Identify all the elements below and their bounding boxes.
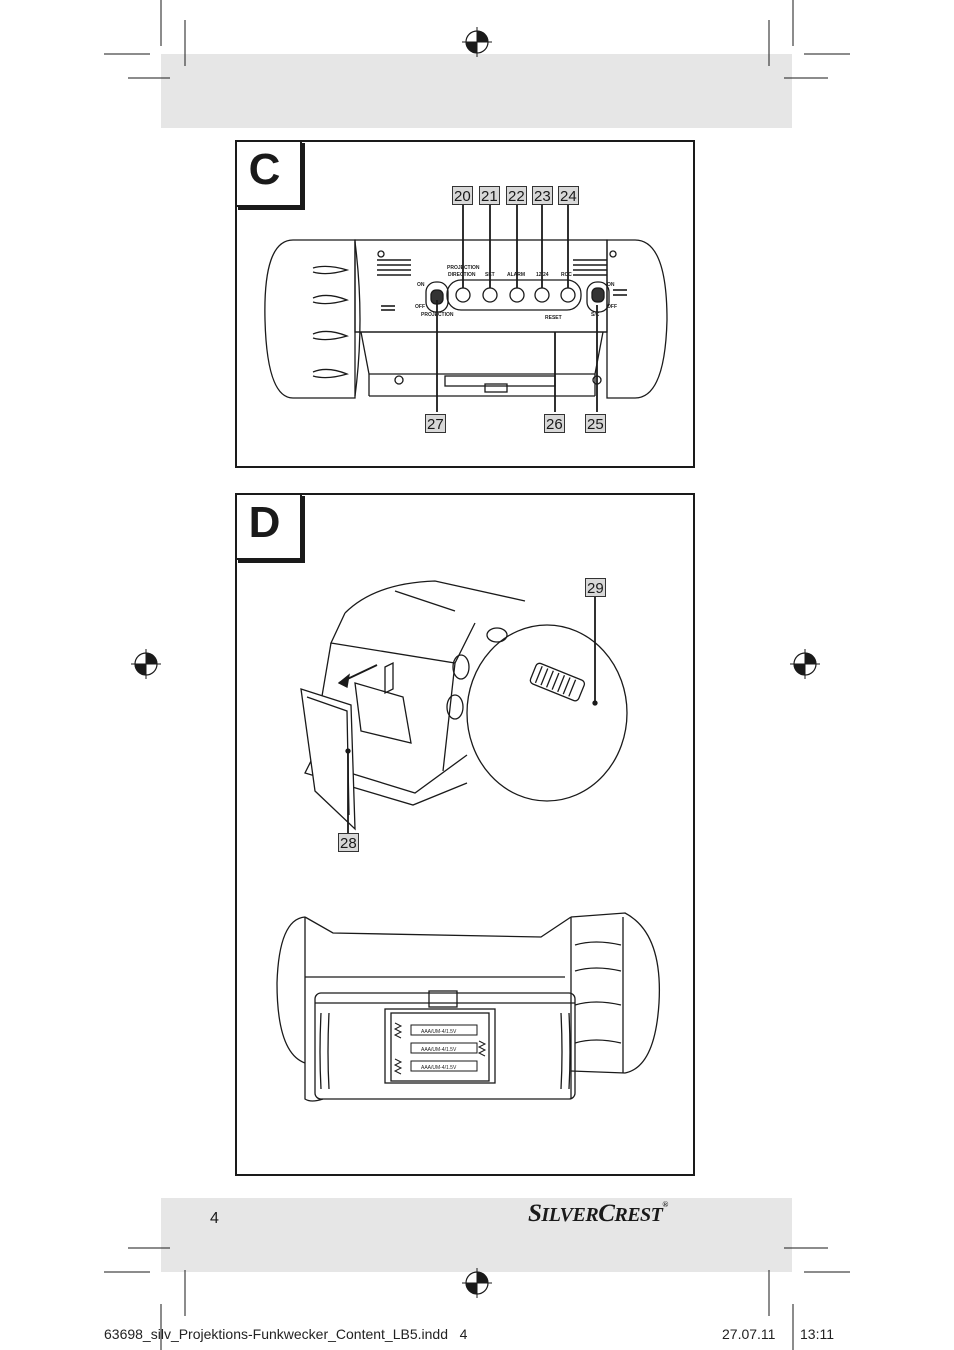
label-direction: DIRECTION <box>448 272 476 278</box>
callout-25: 25 <box>585 414 606 433</box>
callout-22: 22 <box>506 186 527 205</box>
label-off-right: OFF <box>607 304 617 310</box>
brand-s: S <box>528 1200 542 1227</box>
figure-c-letter-box: C <box>235 140 302 207</box>
label-off-left: OFF <box>415 304 425 310</box>
file-info: 63698_silv_Projektions-Funkwecker_Conten… <box>104 1326 468 1342</box>
label-set: SET <box>485 272 495 278</box>
registered-mark: ® <box>662 1200 668 1209</box>
figure-d-panel: D <box>235 493 695 1176</box>
brand-ilver: ILVER <box>541 1204 599 1226</box>
figure-c-letter: C <box>248 144 281 194</box>
print-time: 13:11 <box>800 1326 834 1342</box>
callout-20: 20 <box>452 186 473 205</box>
battery-label-2: AAA/UM-4/1.5V <box>421 1047 457 1053</box>
silvercrest-logo: SILVERCREST® <box>528 1200 668 1228</box>
brand-rest: REST <box>614 1204 663 1226</box>
callout-28: 28 <box>338 833 359 852</box>
callout-23: 23 <box>532 186 553 205</box>
battery-compartment-illustration: AAA/UM-4/1.5V AAA/UM-4/1.5V AAA/UM-4/1.5… <box>276 580 661 1102</box>
label-sc: S/C <box>591 312 600 318</box>
label-projection: PROJECTION <box>447 265 480 271</box>
label-alarm: ALARM <box>507 272 525 278</box>
label-12-24: 12/24 <box>536 272 549 278</box>
label-on-left: ON <box>417 282 425 288</box>
figure-d-letter: D <box>248 497 281 547</box>
footer-band <box>161 1198 792 1272</box>
figure-d-letter-box: D <box>235 493 302 560</box>
clock-rear-view-illustration: PROJECTION DIRECTION SET ALARM 12/24 RCC… <box>264 205 668 412</box>
battery-label-3: AAA/UM-4/1.5V <box>421 1065 457 1071</box>
callout-21: 21 <box>479 186 500 205</box>
callout-27: 27 <box>425 414 446 433</box>
battery-label-1: AAA/UM-4/1.5V <box>421 1029 457 1035</box>
brand-c: C <box>598 1200 615 1227</box>
callout-26: 26 <box>544 414 565 433</box>
label-projection-switch: PROJECTION <box>421 312 454 318</box>
header-band <box>161 54 792 128</box>
registration-mark-icon <box>462 27 492 57</box>
label-rcc: RCC <box>561 272 572 278</box>
callout-29: 29 <box>585 578 606 597</box>
callout-24: 24 <box>558 186 579 205</box>
print-date: 27.07.11 <box>722 1326 776 1342</box>
page-number: 4 <box>210 1210 219 1227</box>
label-reset: RESET <box>545 315 562 321</box>
label-on-right: ON <box>607 282 615 288</box>
